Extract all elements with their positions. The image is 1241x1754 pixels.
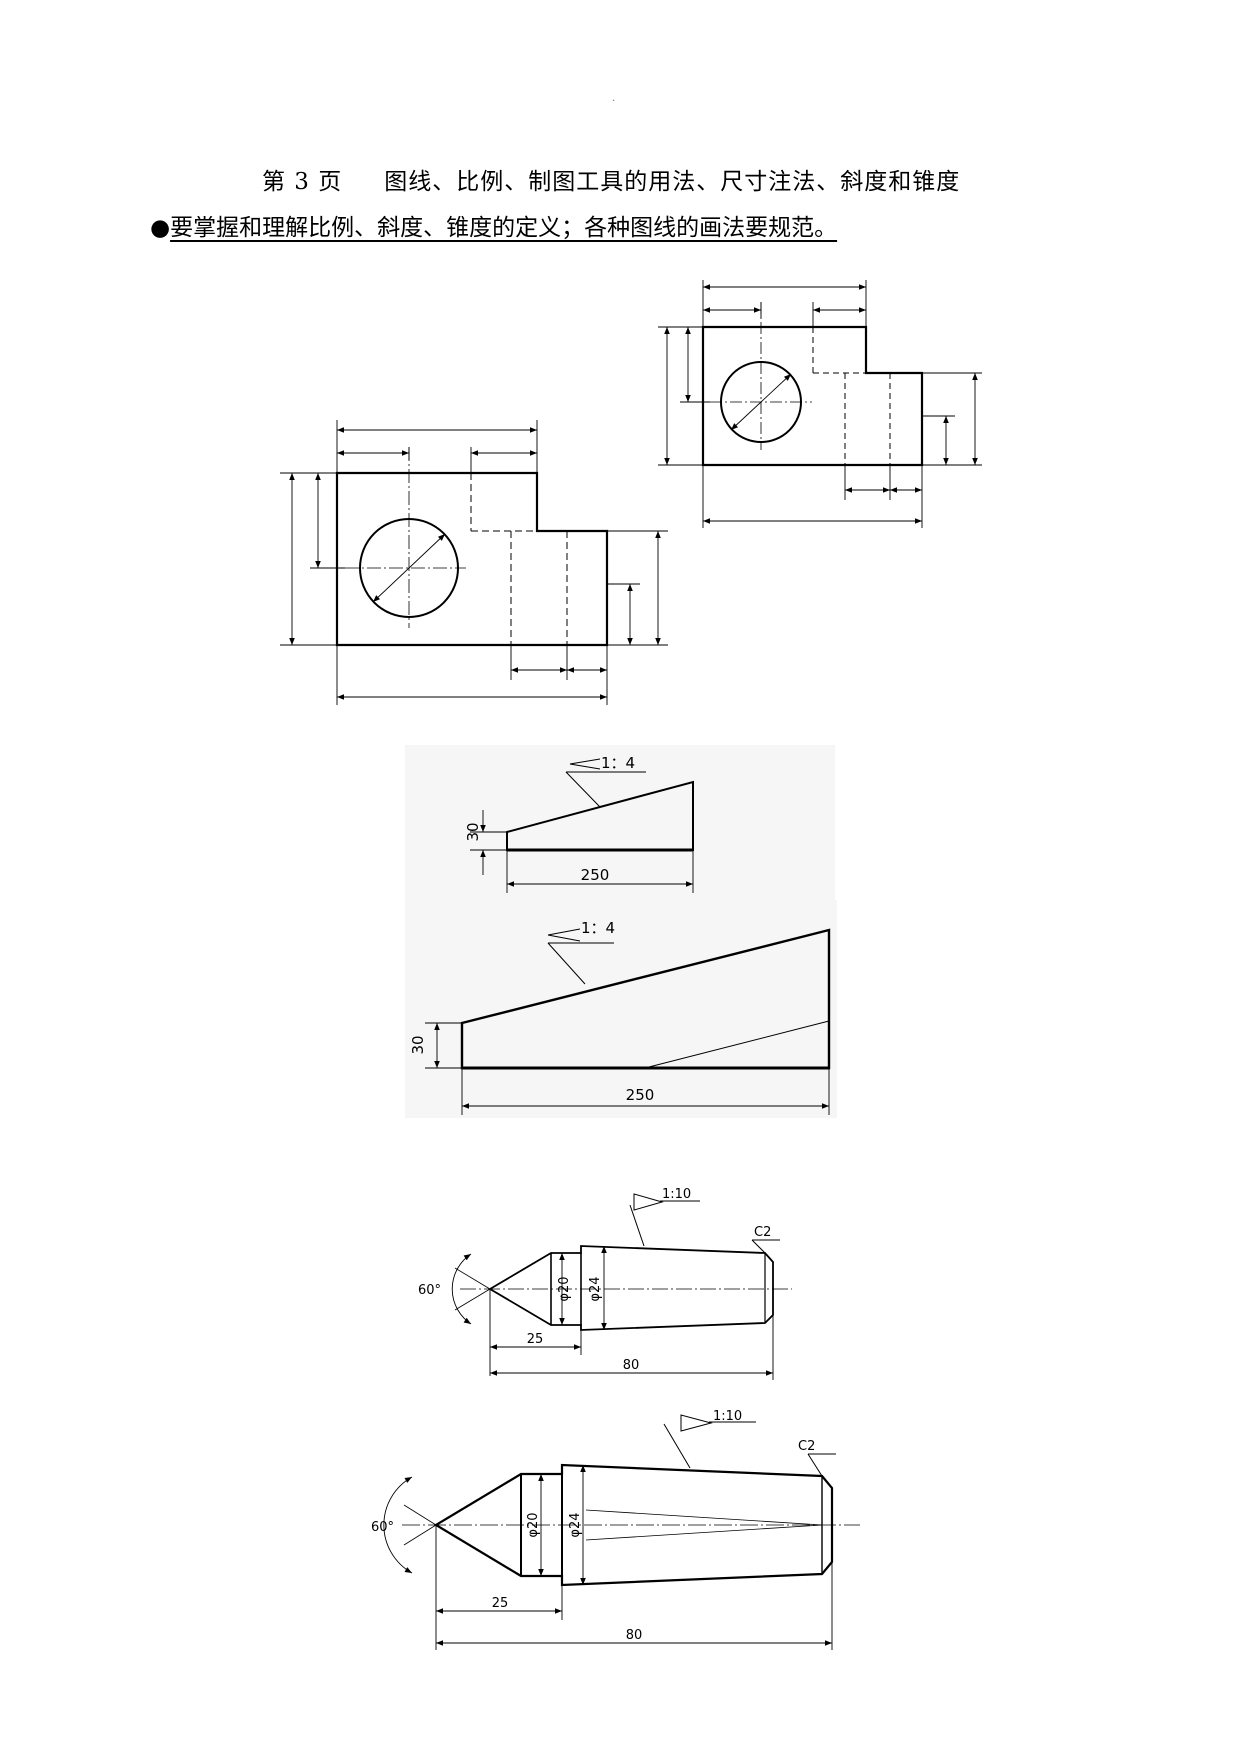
length-total-label: 80 [626, 1628, 643, 1643]
hidden-lines [812, 327, 891, 465]
slope-label: 1：4 [601, 754, 635, 772]
height-label: 30 [464, 822, 482, 841]
dimension-lines [280, 420, 668, 705]
taper-label: 1:10 [662, 1187, 691, 1202]
page-title: 第 3 页 图线、比例、制图工具的用法、尺寸注法、斜度和锥度 [262, 162, 960, 196]
height-label: 30 [409, 1035, 427, 1054]
plate-figure-large [280, 420, 668, 705]
hidden-lines [470, 473, 568, 645]
taper-figure-small: 60° φ20 φ24 1:10 C2 25 80 [418, 1187, 792, 1380]
shaft-outline [488, 1245, 774, 1331]
figure-background [405, 900, 837, 1118]
page-heading: 图线、比例、制图工具的用法、尺寸注法、斜度和锥度 [384, 169, 961, 195]
page-number: 第 3 页 [262, 169, 343, 195]
length-label: 250 [581, 866, 610, 884]
chamfer-label: C2 [798, 1439, 815, 1454]
length-total-label: 80 [623, 1358, 640, 1373]
length-cone-label: 25 [527, 1332, 544, 1347]
taper-figure-large: 60° φ20 φ24 1:10 C2 25 80 [371, 1409, 860, 1650]
angle-label: 60° [371, 1520, 394, 1535]
taper-label: 1:10 [713, 1409, 742, 1424]
angle-label: 60° [418, 1283, 441, 1298]
requirement-text: 要掌握和理解比例、斜度、锥度的定义；各种图线的画法要规范。 [170, 215, 838, 241]
bullet-icon: ● [150, 215, 171, 241]
length-label: 250 [626, 1086, 655, 1104]
dimension-lines [658, 280, 982, 528]
header-dot: · [612, 96, 616, 107]
diameter-small-label: φ20 [526, 1512, 541, 1537]
slope-figure-small: 1：4 30 250 [405, 745, 835, 905]
diameter-large-label: φ24 [568, 1512, 583, 1537]
slope-label: 1：4 [581, 919, 615, 937]
requirement-line: ●要掌握和理解比例、斜度、锥度的定义；各种图线的画法要规范。 [150, 208, 837, 242]
length-cone-label: 25 [492, 1596, 509, 1611]
diameter-large-label: φ24 [588, 1276, 603, 1301]
chamfer-label: C2 [754, 1225, 771, 1240]
plate-figure-small [658, 280, 982, 528]
diameter-small-label: φ20 [557, 1276, 572, 1301]
slope-figure-large: 1：4 30 250 [405, 900, 837, 1118]
